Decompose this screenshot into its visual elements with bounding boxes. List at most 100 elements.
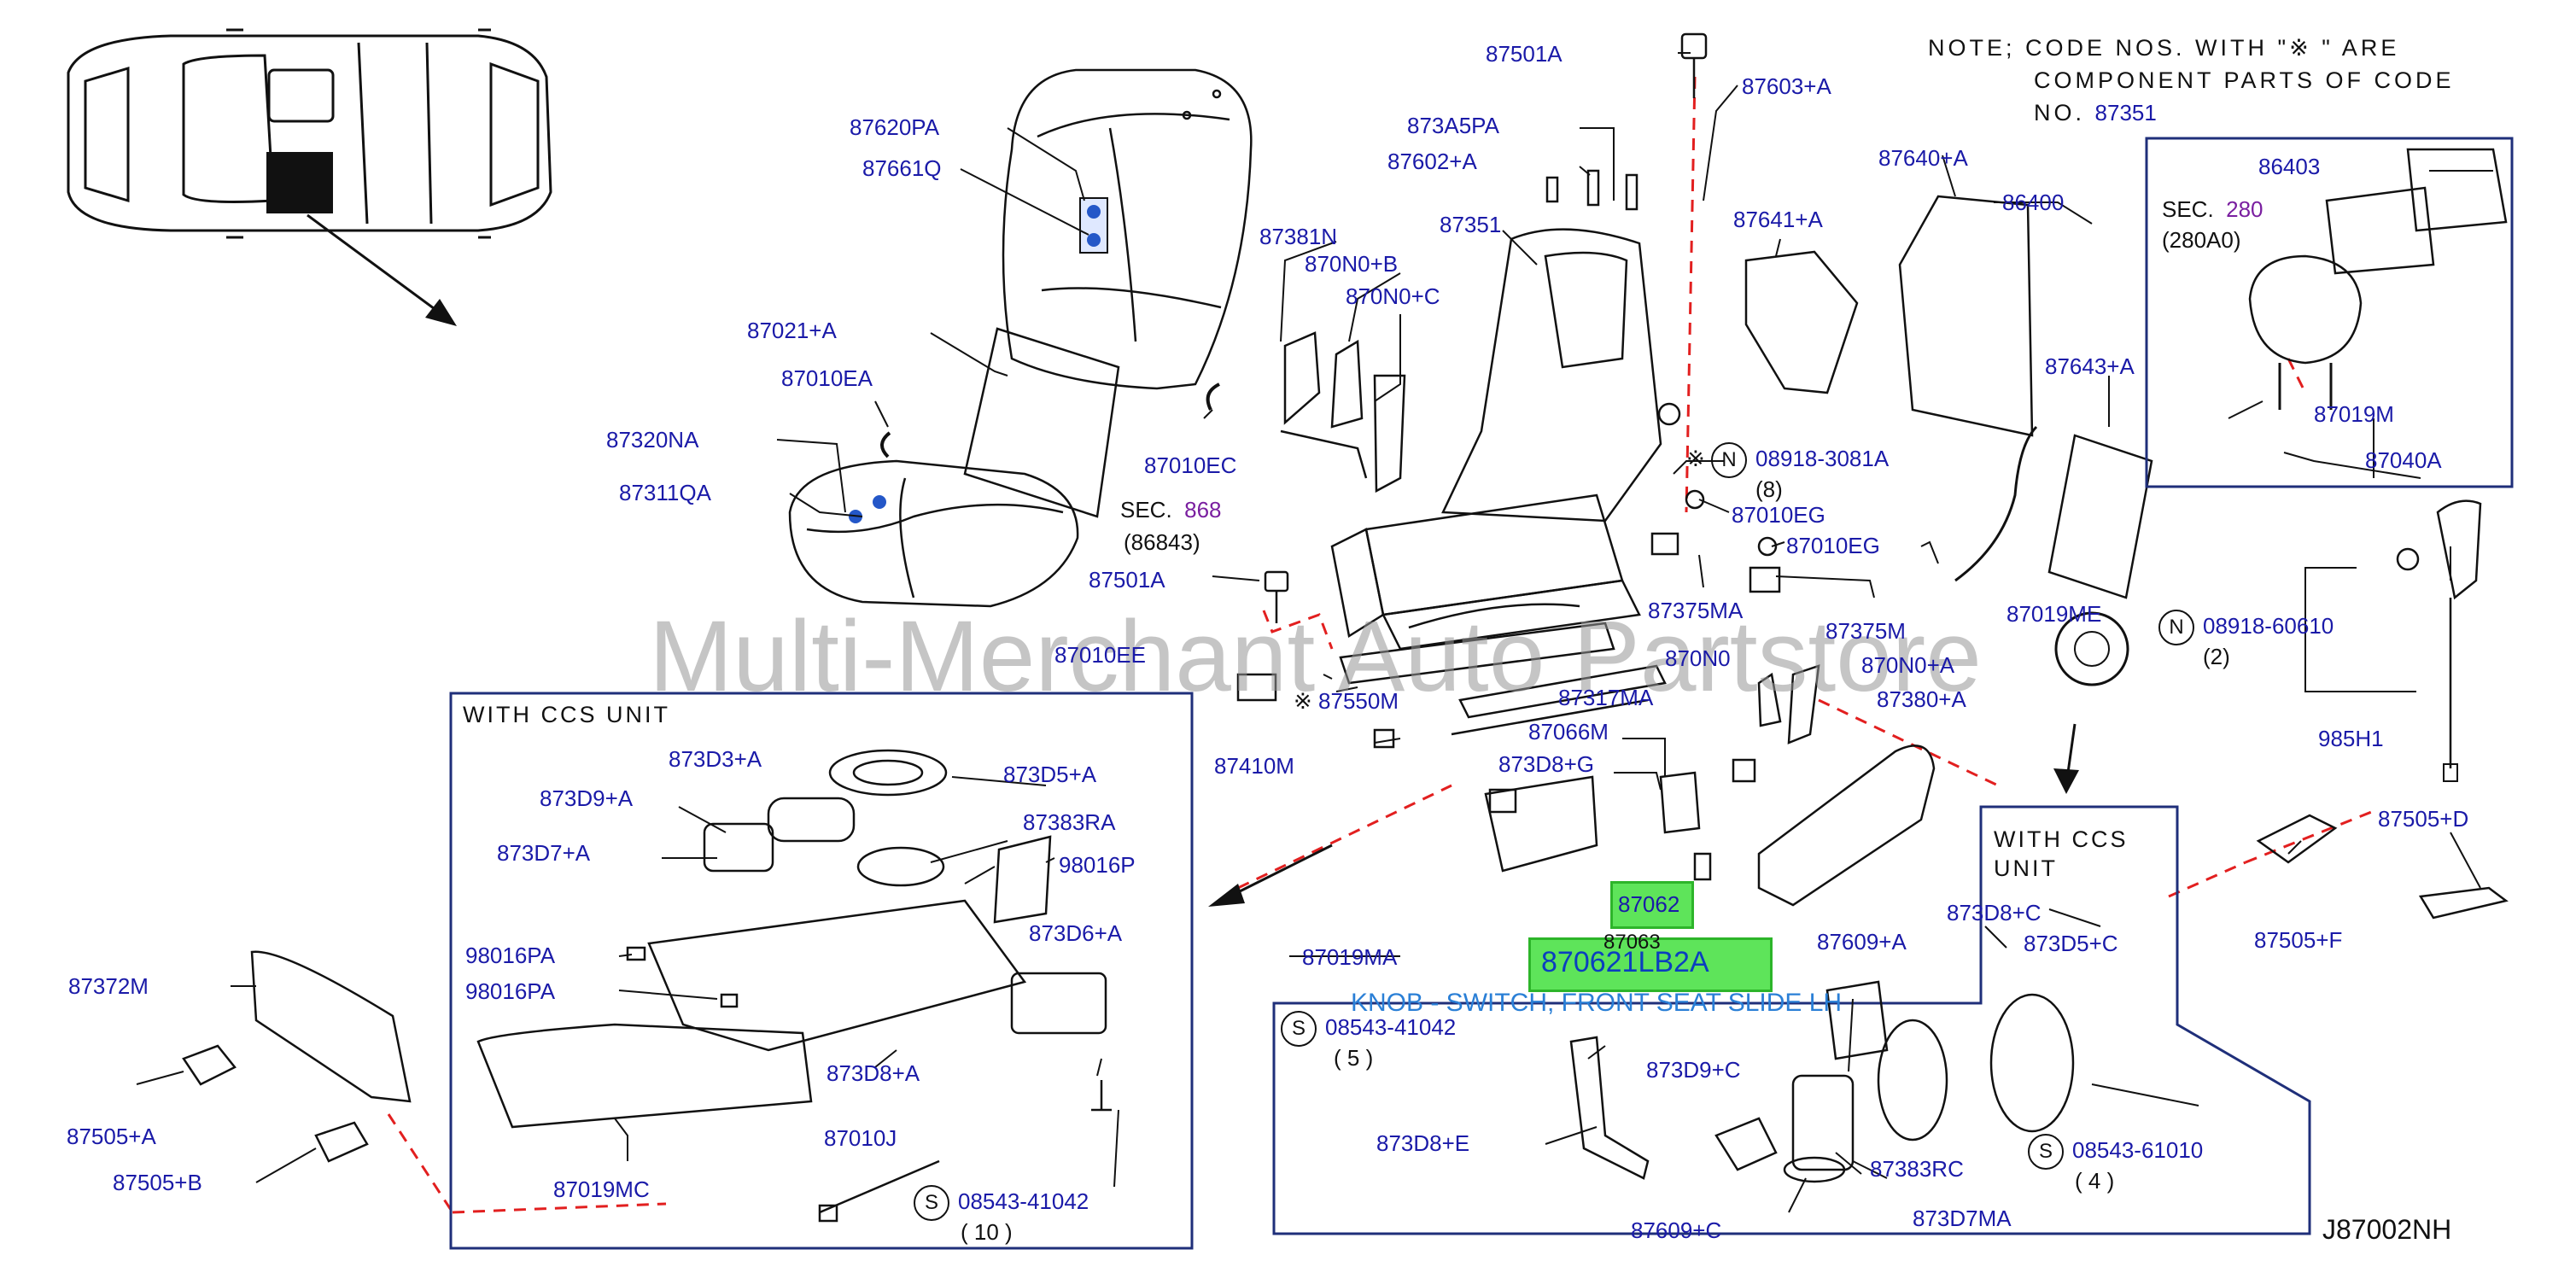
part-87351[interactable]: 87351 (1440, 212, 1502, 237)
part-87375ma[interactable]: 87375MA (1648, 598, 1744, 623)
part-86400[interactable]: 86400 (2002, 190, 2065, 215)
asterisk-icon: ※ (1686, 445, 1705, 471)
part-873a5pa[interactable]: 873A5PA (1407, 113, 1499, 138)
part-87505a[interactable]: 87505+A (67, 1124, 156, 1149)
fastener-s1-code[interactable]: 08543-41042 (1325, 1013, 1457, 1040)
part-873d9c[interactable]: 873D9+C (1646, 1057, 1741, 1083)
part-87609c[interactable]: 87609+C (1631, 1217, 1722, 1243)
part-870621lb2a[interactable]: 870621LB2A (1541, 946, 1709, 978)
fastener-n1-code[interactable]: 08918-3081A (1755, 445, 1890, 471)
cover-87505f-drawing (2256, 814, 2338, 864)
misc-hardware (1236, 32, 2420, 881)
part-873d5c[interactable]: 873D5+C (2024, 931, 2118, 956)
part-87372m[interactable]: 87372M (68, 973, 149, 999)
locator-arrow-head (425, 299, 457, 326)
part-87381n[interactable]: 87381N (1259, 224, 1338, 249)
seat-frame-drawing (1330, 228, 1667, 736)
part-87010eg-2[interactable]: 87010EG (1786, 533, 1880, 558)
part-87010eg-1[interactable]: 87010EG (1732, 502, 1825, 528)
part-87019mc[interactable]: 87019MC (553, 1176, 650, 1202)
ccs-arrow-line (2066, 723, 2077, 774)
note-code[interactable]: 87351 (2094, 100, 2157, 126)
part-87021a[interactable]: 87021+A (747, 318, 837, 343)
part-873d6a[interactable]: 873D6+A (1029, 920, 1123, 946)
part-87019ma[interactable]: 87019MA (1302, 944, 1398, 970)
part-87317ma[interactable]: 87317MA (1558, 685, 1654, 710)
part-98016p[interactable]: 98016P (1059, 852, 1136, 878)
cover-87505b-drawing (314, 1121, 369, 1163)
part-985h1[interactable]: 985H1 (2318, 726, 2384, 751)
module-86403-drawing (2325, 148, 2508, 275)
sec-280-sub: (280A0) (2162, 227, 2241, 253)
cover-87505a-drawing (182, 1044, 237, 1086)
sec-280-number[interactable]: 280 (2226, 196, 2263, 222)
fastener-s2-code[interactable]: 08543-41042 (958, 1188, 1089, 1214)
part-873d8a[interactable]: 873D8+A (827, 1060, 920, 1086)
part-87643a[interactable]: 87643+A (2045, 353, 2135, 379)
part-87640a[interactable]: 87640+A (1878, 145, 1968, 171)
part-87641a[interactable]: 87641+A (1733, 207, 1823, 232)
part-87501a-top[interactable]: 87501A (1486, 41, 1563, 67)
part-87501a-mid[interactable]: 87501A (1089, 567, 1165, 593)
note-line-2: COMPONENT PARTS OF CODE (2034, 67, 2455, 93)
part-873d7ma[interactable]: 873D7MA (1913, 1206, 2012, 1231)
part-87602a[interactable]: 87602+A (1387, 149, 1477, 174)
part-87062[interactable]: 87062 (1618, 891, 1680, 917)
note-no-label: NO. (2034, 100, 2086, 126)
sec-868-ref[interactable]: SEC. 868 (1120, 499, 1222, 521)
fastener-n2-code[interactable]: 08918-60610 (2203, 612, 2334, 639)
part-87380a[interactable]: 87380+A (1877, 686, 1966, 712)
part-87010ec[interactable]: 87010EC (1144, 452, 1237, 478)
sec-868-number[interactable]: 868 (1184, 497, 1222, 523)
part-87620pa[interactable]: 87620PA (850, 114, 940, 140)
part-87320na[interactable]: 87320NA (606, 427, 699, 452)
part-87019m[interactable]: 87019M (2314, 401, 2394, 427)
part-873d8g[interactable]: 873D8+G (1498, 751, 1595, 777)
part-87040a[interactable]: 87040A (2365, 447, 2442, 473)
part-870n0c[interactable]: 870N0+C (1346, 283, 1440, 309)
part-870n0b[interactable]: 870N0+B (1305, 251, 1399, 277)
part-87010ee[interactable]: 87010EE (1054, 642, 1146, 668)
part-87505f[interactable]: 87505+F (2254, 927, 2343, 953)
sec-280-ref[interactable]: SEC. 280 (2162, 198, 2263, 220)
part-87410m[interactable]: 87410M (1214, 753, 1294, 779)
part-87063[interactable]: 87063 (1603, 931, 1661, 954)
fastener-n1-qty: (8) (1755, 476, 1783, 502)
part-87375m[interactable]: 87375M (1825, 618, 1906, 644)
part-87550m[interactable]: ※ 87550M (1294, 690, 1399, 712)
part-870n0[interactable]: 870N0 (1665, 645, 1731, 671)
part-87661q[interactable]: 87661Q (862, 155, 942, 181)
part-87010ea[interactable]: 87010EA (781, 365, 873, 391)
part-87066m[interactable]: 87066M (1528, 719, 1609, 744)
part-86403[interactable]: 86403 (2258, 154, 2321, 179)
part-87383ra[interactable]: 87383RA (1023, 809, 1116, 835)
part-87505b[interactable]: 87505+B (113, 1170, 202, 1195)
part-873d5a[interactable]: 873D5+A (1003, 762, 1097, 787)
part-87383rc[interactable]: 87383RC (1870, 1156, 1964, 1182)
part-870n0a[interactable]: 870N0+A (1861, 652, 1955, 678)
part-87019me[interactable]: 87019ME (2006, 601, 2102, 627)
part-873d9a[interactable]: 873D9+A (540, 785, 634, 811)
part-873d7a[interactable]: 873D7+A (497, 840, 591, 866)
part-87311qa[interactable]: 87311QA (619, 480, 711, 505)
part-98016pa-2[interactable]: 98016PA (465, 978, 556, 1004)
part-873d8c[interactable]: 873D8+C (1947, 900, 2042, 925)
watermark: Multi-Merchant Auto Partstore (649, 600, 1982, 713)
part-873d8e[interactable]: 873D8+E (1376, 1130, 1470, 1156)
part-87609a[interactable]: 87609+A (1817, 929, 1907, 955)
part-87505d[interactable]: 87505+D (2378, 806, 2469, 832)
part-87010j[interactable]: 87010J (824, 1125, 897, 1151)
part-98016pa-1[interactable]: 98016PA (465, 943, 556, 968)
part-873d3a[interactable]: 873D3+A (669, 746, 762, 772)
ccs-components-right (1569, 980, 2075, 1183)
part-87603a[interactable]: 87603+A (1742, 73, 1831, 99)
part-87550m-code[interactable]: 87550M (1318, 688, 1399, 714)
fastener-s3-code[interactable]: 08543-61010 (2072, 1136, 2204, 1163)
switch-dot-1 (1087, 205, 1101, 219)
